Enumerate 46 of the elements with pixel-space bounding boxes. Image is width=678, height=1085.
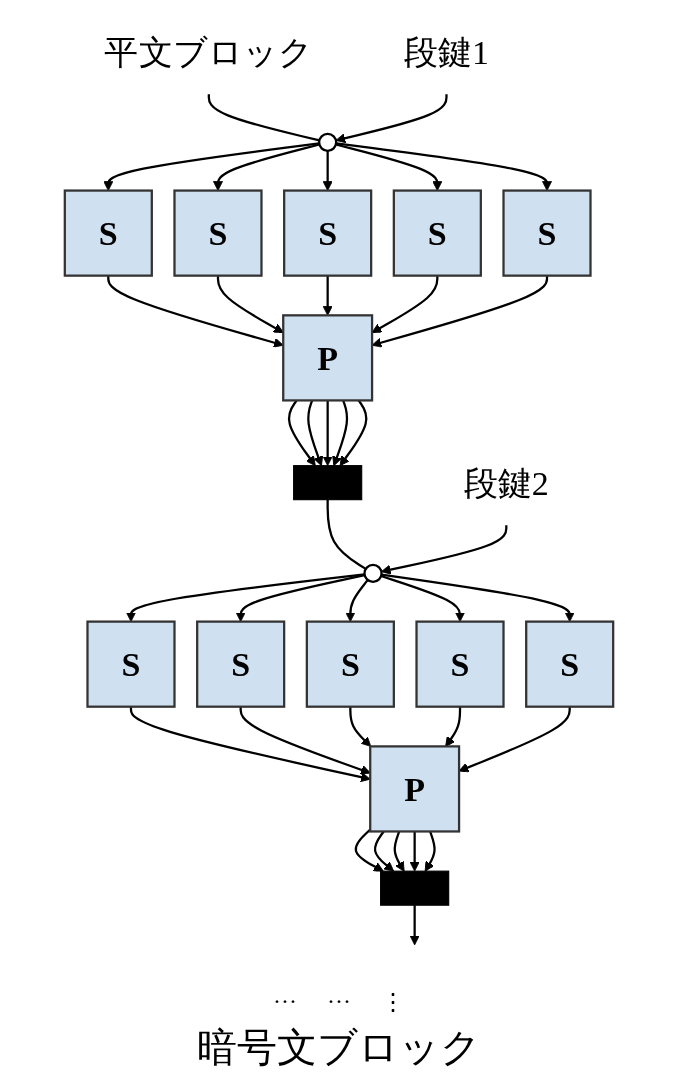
connector <box>207 94 320 142</box>
arrow <box>445 706 462 747</box>
node-bar <box>293 465 363 501</box>
arrow <box>349 706 372 747</box>
ellipsis-mark: ··· <box>273 988 297 1016</box>
arrow <box>307 400 324 467</box>
node-box: S <box>502 189 592 277</box>
node-box: S <box>283 189 373 277</box>
ellipsis-mark: ⋮ <box>381 988 405 1016</box>
arrow <box>335 143 443 191</box>
node-box: S <box>63 189 153 277</box>
node-box: S <box>525 620 615 708</box>
arrow <box>335 142 552 191</box>
arrow <box>322 275 333 316</box>
arrow <box>213 143 320 191</box>
node-text: 段鍵2 <box>463 463 549 502</box>
node-box: S <box>415 620 505 708</box>
node-text: 平文ブロック <box>104 32 314 71</box>
node-box: P <box>369 745 461 833</box>
arrow <box>409 831 420 872</box>
arrow <box>239 706 371 775</box>
arrow <box>216 275 284 334</box>
arrow <box>354 828 384 872</box>
output-block-caption: 暗号文ブロック <box>197 1024 481 1072</box>
node-circle <box>318 132 338 152</box>
arrow <box>332 400 349 467</box>
node-box: S <box>196 620 286 708</box>
node-bar <box>380 870 450 906</box>
arrow <box>322 150 333 191</box>
node-box: S <box>392 189 482 277</box>
node-circle <box>363 563 383 584</box>
arrow <box>393 831 405 872</box>
node-box: S <box>173 189 263 277</box>
arrow <box>129 706 371 783</box>
ellipsis-mark: ··· <box>327 988 351 1016</box>
node-box: S <box>305 620 395 708</box>
arrow <box>409 905 420 946</box>
arrow <box>322 400 333 467</box>
connector <box>326 499 367 570</box>
arrow <box>103 142 320 191</box>
node-box: P <box>282 314 374 402</box>
arrow <box>424 831 436 872</box>
arrow <box>107 275 284 348</box>
node-text: 段鍵1 <box>403 32 490 71</box>
node-box: S <box>86 620 176 708</box>
arrow <box>335 94 448 144</box>
